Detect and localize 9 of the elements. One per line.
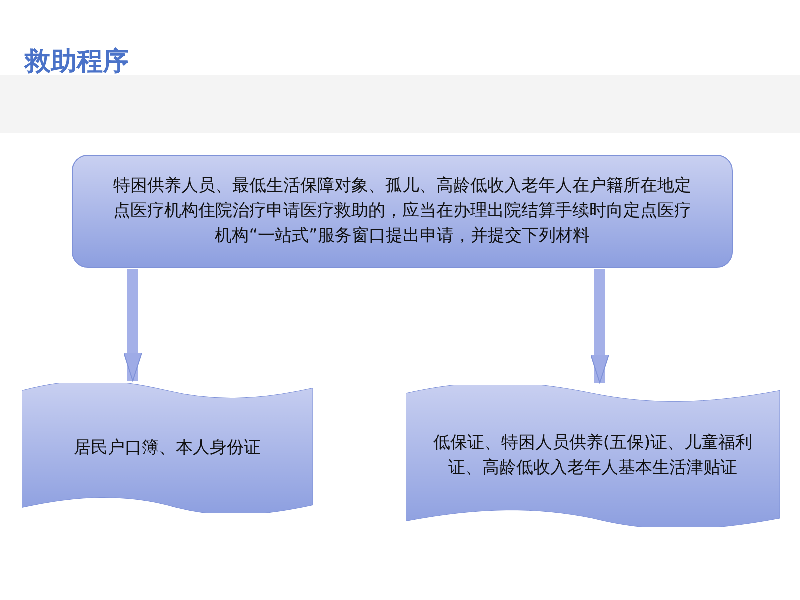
node-text: 低保证、特困人员供养(五保)证、儿童福利证、高龄低收入老年人基本生活津贴证 xyxy=(432,432,754,480)
node-text: 居民户口簿、本人身份证 xyxy=(74,436,261,460)
wave-box xyxy=(406,385,780,527)
title: 救助程序 xyxy=(25,46,129,79)
process-box xyxy=(72,155,733,268)
wave-box xyxy=(22,383,313,513)
arrow xyxy=(124,269,142,382)
node-text: 特困供养人员、最低生活保障对象、孤儿、高龄低收入老年人在户籍所在地定点医疗机构住院治疗申请医疗救助的，应当在办理出院结算手续时向定点医疗机构“一站式”服务窗口提出申请，并提交下列材料 xyxy=(113,175,692,248)
arrow xyxy=(590,269,610,384)
